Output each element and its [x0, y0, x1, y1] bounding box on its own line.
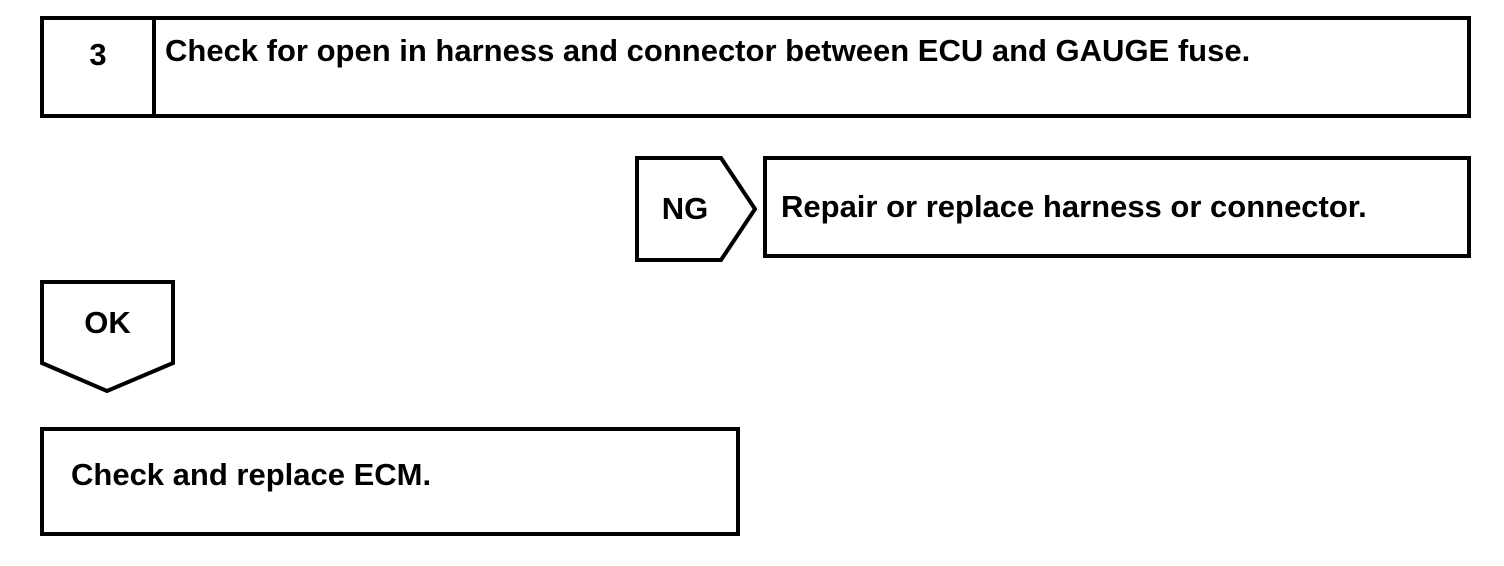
ng-result-text: Repair or replace harness or connector.	[781, 189, 1367, 224]
ng-pentagon-shape	[635, 156, 757, 262]
step-number-cell: 3	[44, 20, 152, 114]
ok-branch-pentagon	[40, 280, 175, 393]
final-action-text: Check and replace ECM.	[71, 457, 432, 492]
ng-branch-pentagon	[635, 156, 757, 262]
step-number: 3	[89, 36, 107, 72]
ng-result-box: Repair or replace harness or connector.	[763, 156, 1471, 258]
step-instruction-cell: Check for open in harness and connector …	[165, 20, 1467, 114]
ok-pentagon-shape	[40, 280, 175, 393]
step-cell-divider	[152, 16, 156, 118]
final-action-box: Check and replace ECM.	[40, 427, 740, 536]
step-instruction-text: Check for open in harness and connector …	[165, 33, 1251, 68]
step-row: 3 Check for open in harness and connecto…	[40, 16, 1471, 118]
